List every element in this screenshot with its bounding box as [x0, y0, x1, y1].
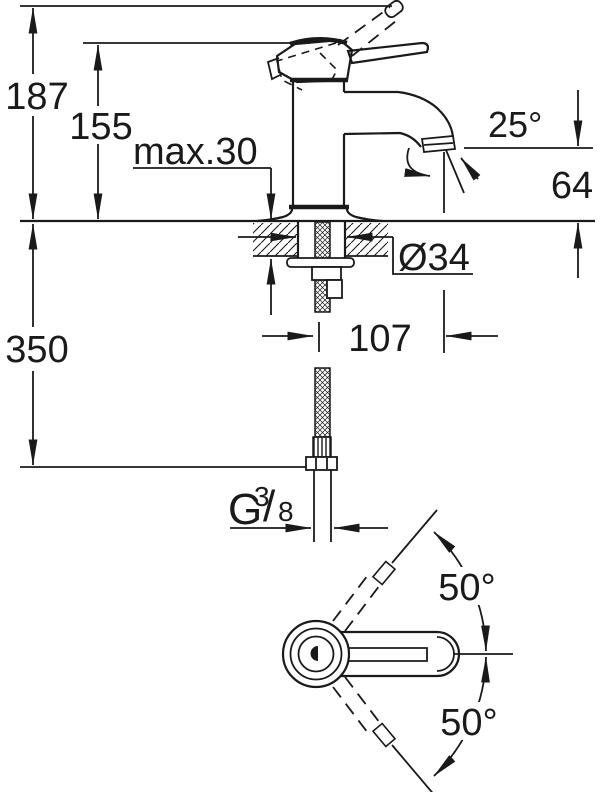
dim-g38-letter: G [228, 485, 262, 534]
under-deck-assembly [286, 221, 355, 542]
mounting-nut-step [326, 279, 343, 299]
mounting-nut [311, 266, 342, 281]
handle-top-view: 50° 50° [281, 509, 513, 792]
dim-350-label: 350 [5, 329, 68, 371]
lever-raised-dashed [337, 6, 402, 57]
spout-outer-curve [344, 90, 455, 139]
dimension-g38: G 3 / 8 [228, 481, 388, 534]
dim-50deg-lower-label: 50° [440, 702, 497, 744]
deck-hatch-left [253, 223, 297, 256]
dimension-25deg: 25° [488, 104, 542, 145]
lever-end-inner-arc [436, 636, 455, 672]
faucet-side-view [256, 0, 481, 223]
base-circle-middle [289, 627, 343, 681]
dim-187-label: 187 [5, 76, 68, 118]
lever-swung-lower-centerline [391, 744, 433, 792]
dim-64-label: 64 [551, 165, 593, 207]
handle-cap-wing [266, 57, 281, 81]
label-chip-upper [435, 567, 501, 605]
dim-50deg-upper-label: 50° [438, 567, 495, 609]
dimension-187: 187 [5, 7, 69, 220]
base-flange [256, 208, 383, 223]
dimension-155: 155 [69, 44, 133, 220]
extension-lines [20, 5, 595, 468]
lever-swung-lower-dashed [332, 676, 384, 738]
lever-inner-detail [347, 647, 428, 662]
spray-angle-arrow [460, 157, 481, 181]
lever-swung-lower-joint [371, 722, 397, 748]
dim-155-label: 155 [69, 106, 132, 148]
hose-connector-nut [305, 456, 338, 471]
dimension-dia34: Ø34 [238, 232, 473, 279]
dim-max30-label: max.30 [133, 131, 258, 173]
flow-direction-arrow [404, 147, 431, 177]
dim-107-label: 107 [348, 318, 411, 360]
dim-25deg-label: 25° [488, 104, 542, 145]
aerator-inner-line [423, 142, 454, 146]
lever-swung-upper-dashed [332, 570, 384, 632]
dim-g38-slash: / [263, 482, 276, 531]
dimension-350: 350 [5, 223, 69, 466]
lever-raised-end-cap [384, 0, 404, 19]
dim-dia34-label: Ø34 [398, 237, 470, 279]
lever-swung-upper-joint [371, 560, 397, 586]
dimension-64: 64 [551, 90, 593, 278]
dimension-max30: max.30 [133, 131, 276, 315]
braided-hose-lower [314, 367, 331, 438]
cartridge-keyway [310, 646, 318, 661]
lever-horizontal [346, 41, 430, 65]
lever-top-view [337, 630, 461, 678]
dim-g38-denominator: 8 [278, 496, 294, 527]
lever-swung-upper-centerline [391, 509, 438, 564]
handle-cap-raised-outline [276, 42, 338, 91]
spout-inner-curve [343, 131, 422, 148]
hose-crimp-fitting [312, 436, 332, 458]
handle-cap [275, 38, 354, 84]
deck-hatch-right [346, 223, 388, 256]
label-chip-lower [437, 702, 503, 740]
dim-g38-numerator: 3 [254, 481, 270, 512]
dimension-107: 107 [262, 318, 498, 360]
base-circle-inner [297, 635, 335, 673]
dim-dia34-leader [392, 237, 473, 275]
mounting-washer [286, 257, 355, 268]
spray-angle-line [445, 149, 465, 194]
